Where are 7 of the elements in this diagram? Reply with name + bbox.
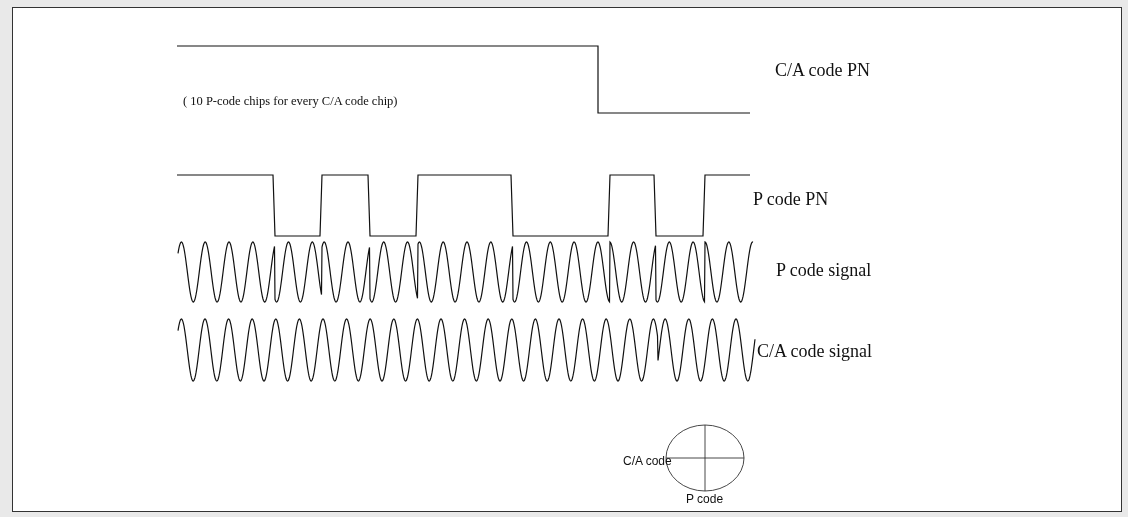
axis-label: C/A code [623, 455, 672, 467]
signal-label: C/A code signal [757, 342, 872, 360]
note-text: ( 10 P-code chips for every C/A code chip) [183, 95, 398, 108]
signal-label: C/A code PN [775, 61, 870, 79]
signal-label: P code signal [776, 261, 872, 279]
signal-label: P code PN [753, 190, 829, 208]
axis-label: P code [686, 493, 724, 505]
